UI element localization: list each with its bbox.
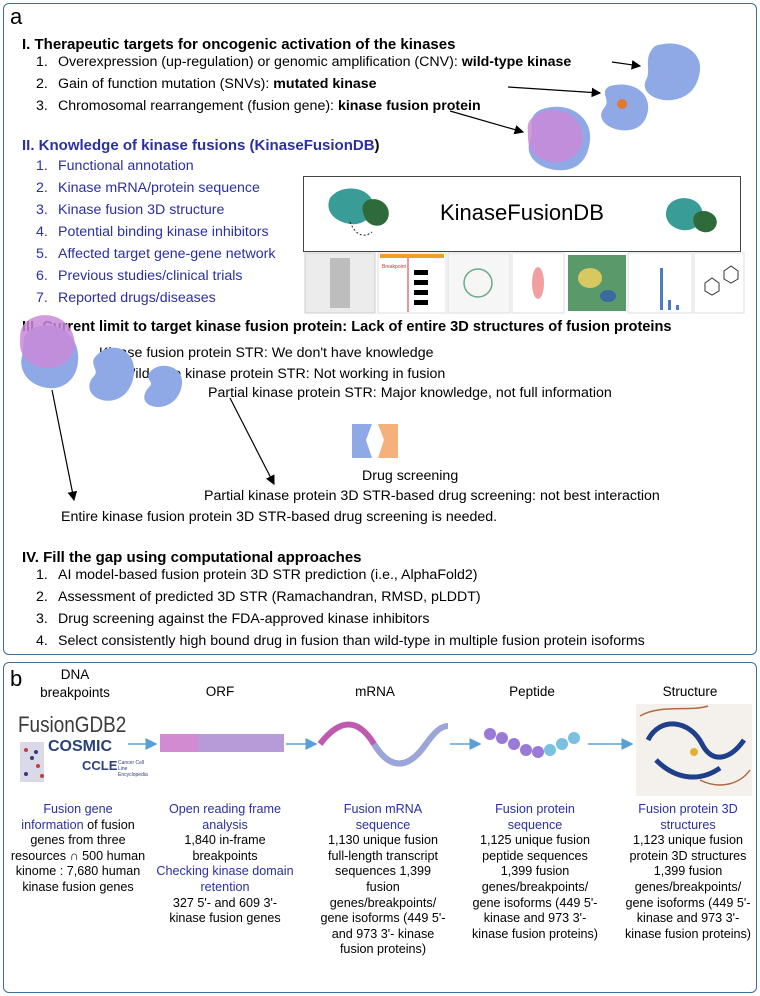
stage-dna-breakpoints: DNA breakpoints (40, 667, 110, 700)
section1-heading: I. Therapeutic targets for oncogenic act… (22, 36, 456, 53)
stage-orf: ORF (205, 684, 235, 699)
section2-item: 4.Potential binding kinase inhibitors (36, 224, 269, 240)
thumb-annotation-bar (330, 258, 350, 308)
section3-line2: Wild-type kinase protein STR: Not workin… (122, 366, 446, 382)
ccle-subtitle: Cancer Cell Line Encyclopedia (118, 760, 148, 778)
orf-letters: AUGUUUUUACGUAA (186, 737, 257, 746)
panel-a-graphics: Breakpoint (20, 43, 745, 502)
thumb-barchart-bar (660, 268, 663, 310)
section4-item: 3.Drug screening against the FDA-approve… (36, 611, 430, 627)
fusion-protein-pink-icon (527, 109, 583, 163)
thumb-breakpoint-block (414, 280, 428, 285)
section1-item: 3.Chromosomal rearrangement (fusion gene… (36, 98, 481, 114)
thumb-heatmap-spot (578, 268, 602, 288)
fusion-protein-pink-icon (20, 315, 75, 369)
thumb-barchart-bar (676, 305, 679, 310)
thumb-breakpoint-bar (380, 254, 444, 258)
stage-mrna: mRNA (355, 684, 395, 699)
arrow (611, 60, 642, 70)
section2-item: 3.Kinase fusion 3D structure (36, 202, 225, 218)
thumb-barchart-bar (668, 300, 671, 310)
panel-a (3, 3, 757, 655)
wild-type-kinase-icon (89, 347, 134, 401)
thumb-breakpoint-block (414, 290, 428, 295)
ccle-logo: CCLE (82, 758, 118, 773)
thumb-network (447, 252, 511, 314)
wild-type-kinase-icon (644, 43, 701, 101)
fusiongdb2-logo: FusionGDB2 (18, 712, 127, 737)
section4-item: 2.Assessment of predicted 3D STR (Ramach… (36, 589, 481, 605)
cosmic-logo: COSMIC (48, 738, 112, 755)
section3-heading: III. Current limit to target kinase fusi… (22, 319, 672, 335)
section3-line3: Partial kinase protein STR: Major knowle… (208, 385, 612, 401)
db-right-domain-icon (693, 210, 717, 233)
section1-item: 2.Gain of function mutation (SNVs): muta… (36, 76, 377, 92)
panel-b (3, 662, 757, 993)
arrow (507, 86, 602, 98)
section1-item: 1.Overexpression (up-regulation) or geno… (36, 54, 572, 70)
arrow (51, 389, 78, 502)
section4-heading: IV. Fill the gap using computational app… (22, 549, 362, 566)
thumb-network-node (463, 268, 493, 298)
thumb-breakpoint (377, 252, 447, 314)
stage-structure: Structure (662, 684, 718, 699)
section2-item: 7.Reported drugs/diseases (36, 290, 216, 306)
thumb-chemical-ring (704, 277, 720, 296)
partial-kinase-icon (144, 365, 183, 408)
section2-heading: II. Knowledge of kinase fusions (KinaseF… (22, 137, 380, 154)
panel-b-letter: b (10, 666, 23, 691)
thumb-breakpoint-block (414, 270, 428, 275)
thumb-violin-shape (532, 267, 544, 299)
db-left-protein-icon (328, 188, 374, 225)
section1-list: 1.Overexpression (up-regulation) or geno… (36, 51, 571, 117)
section2-list: 1.Functional annotation 2.Kinase mRNA/pr… (36, 155, 275, 309)
mutation-site-icon (617, 99, 627, 109)
section2-item: 1.Functional annotation (36, 158, 194, 174)
col-dna-description: Fusion gene information of fusion genes … (10, 802, 146, 894)
entire-screening-text: Entire kinase fusion protein 3D STR-base… (61, 509, 498, 525)
drug-screening-left-icon (352, 424, 372, 458)
db-left-link-icon (349, 221, 373, 236)
db-left-domain-icon (362, 199, 389, 226)
kinasefusiondb-title: KinaseFusionDB (440, 200, 604, 225)
section2-item: 2.Kinase mRNA/protein sequence (36, 180, 260, 196)
stage-peptide: Peptide (509, 684, 555, 699)
section3-line1: Kinase fusion protein STR: We don't have… (99, 345, 434, 361)
panel-a-letter: a (10, 4, 23, 29)
thumb-breakpoint-label: Breakpoint (382, 264, 407, 270)
drug-screening-label: Drug screening (362, 468, 459, 484)
thumb-breakpoint-block (414, 300, 428, 305)
thumb-chemical-ring (723, 265, 739, 284)
thumb-heatmap-spot (600, 290, 616, 302)
arrow (449, 110, 525, 135)
section4-item: 1.AI model-based fusion protein 3D STR p… (36, 567, 478, 583)
section2-item: 5.Affected target gene-gene network (36, 246, 276, 262)
col-mrna-description: Fusion mRNA sequence 1,130 unique fusion… (320, 802, 446, 957)
col-peptide-description: Fusion protein sequence 1,125 unique fus… (472, 802, 599, 941)
col-orf-description: Open reading frame analysis 1,840 in-fra… (156, 802, 294, 926)
section4-list: 1.AI model-based fusion protein 3D STR p… (36, 564, 645, 652)
section2-item: 6.Previous studies/clinical trials (36, 268, 243, 284)
section4-item: 4.Select consistently high bound drug in… (36, 633, 645, 649)
partial-screening-text: Partial kinase protein 3D STR-based drug… (204, 488, 660, 504)
drug-screening-right-icon (378, 424, 398, 458)
col-structure-description: Fusion protein 3D structures 1,123 uniqu… (624, 802, 751, 941)
arrow (229, 397, 275, 486)
